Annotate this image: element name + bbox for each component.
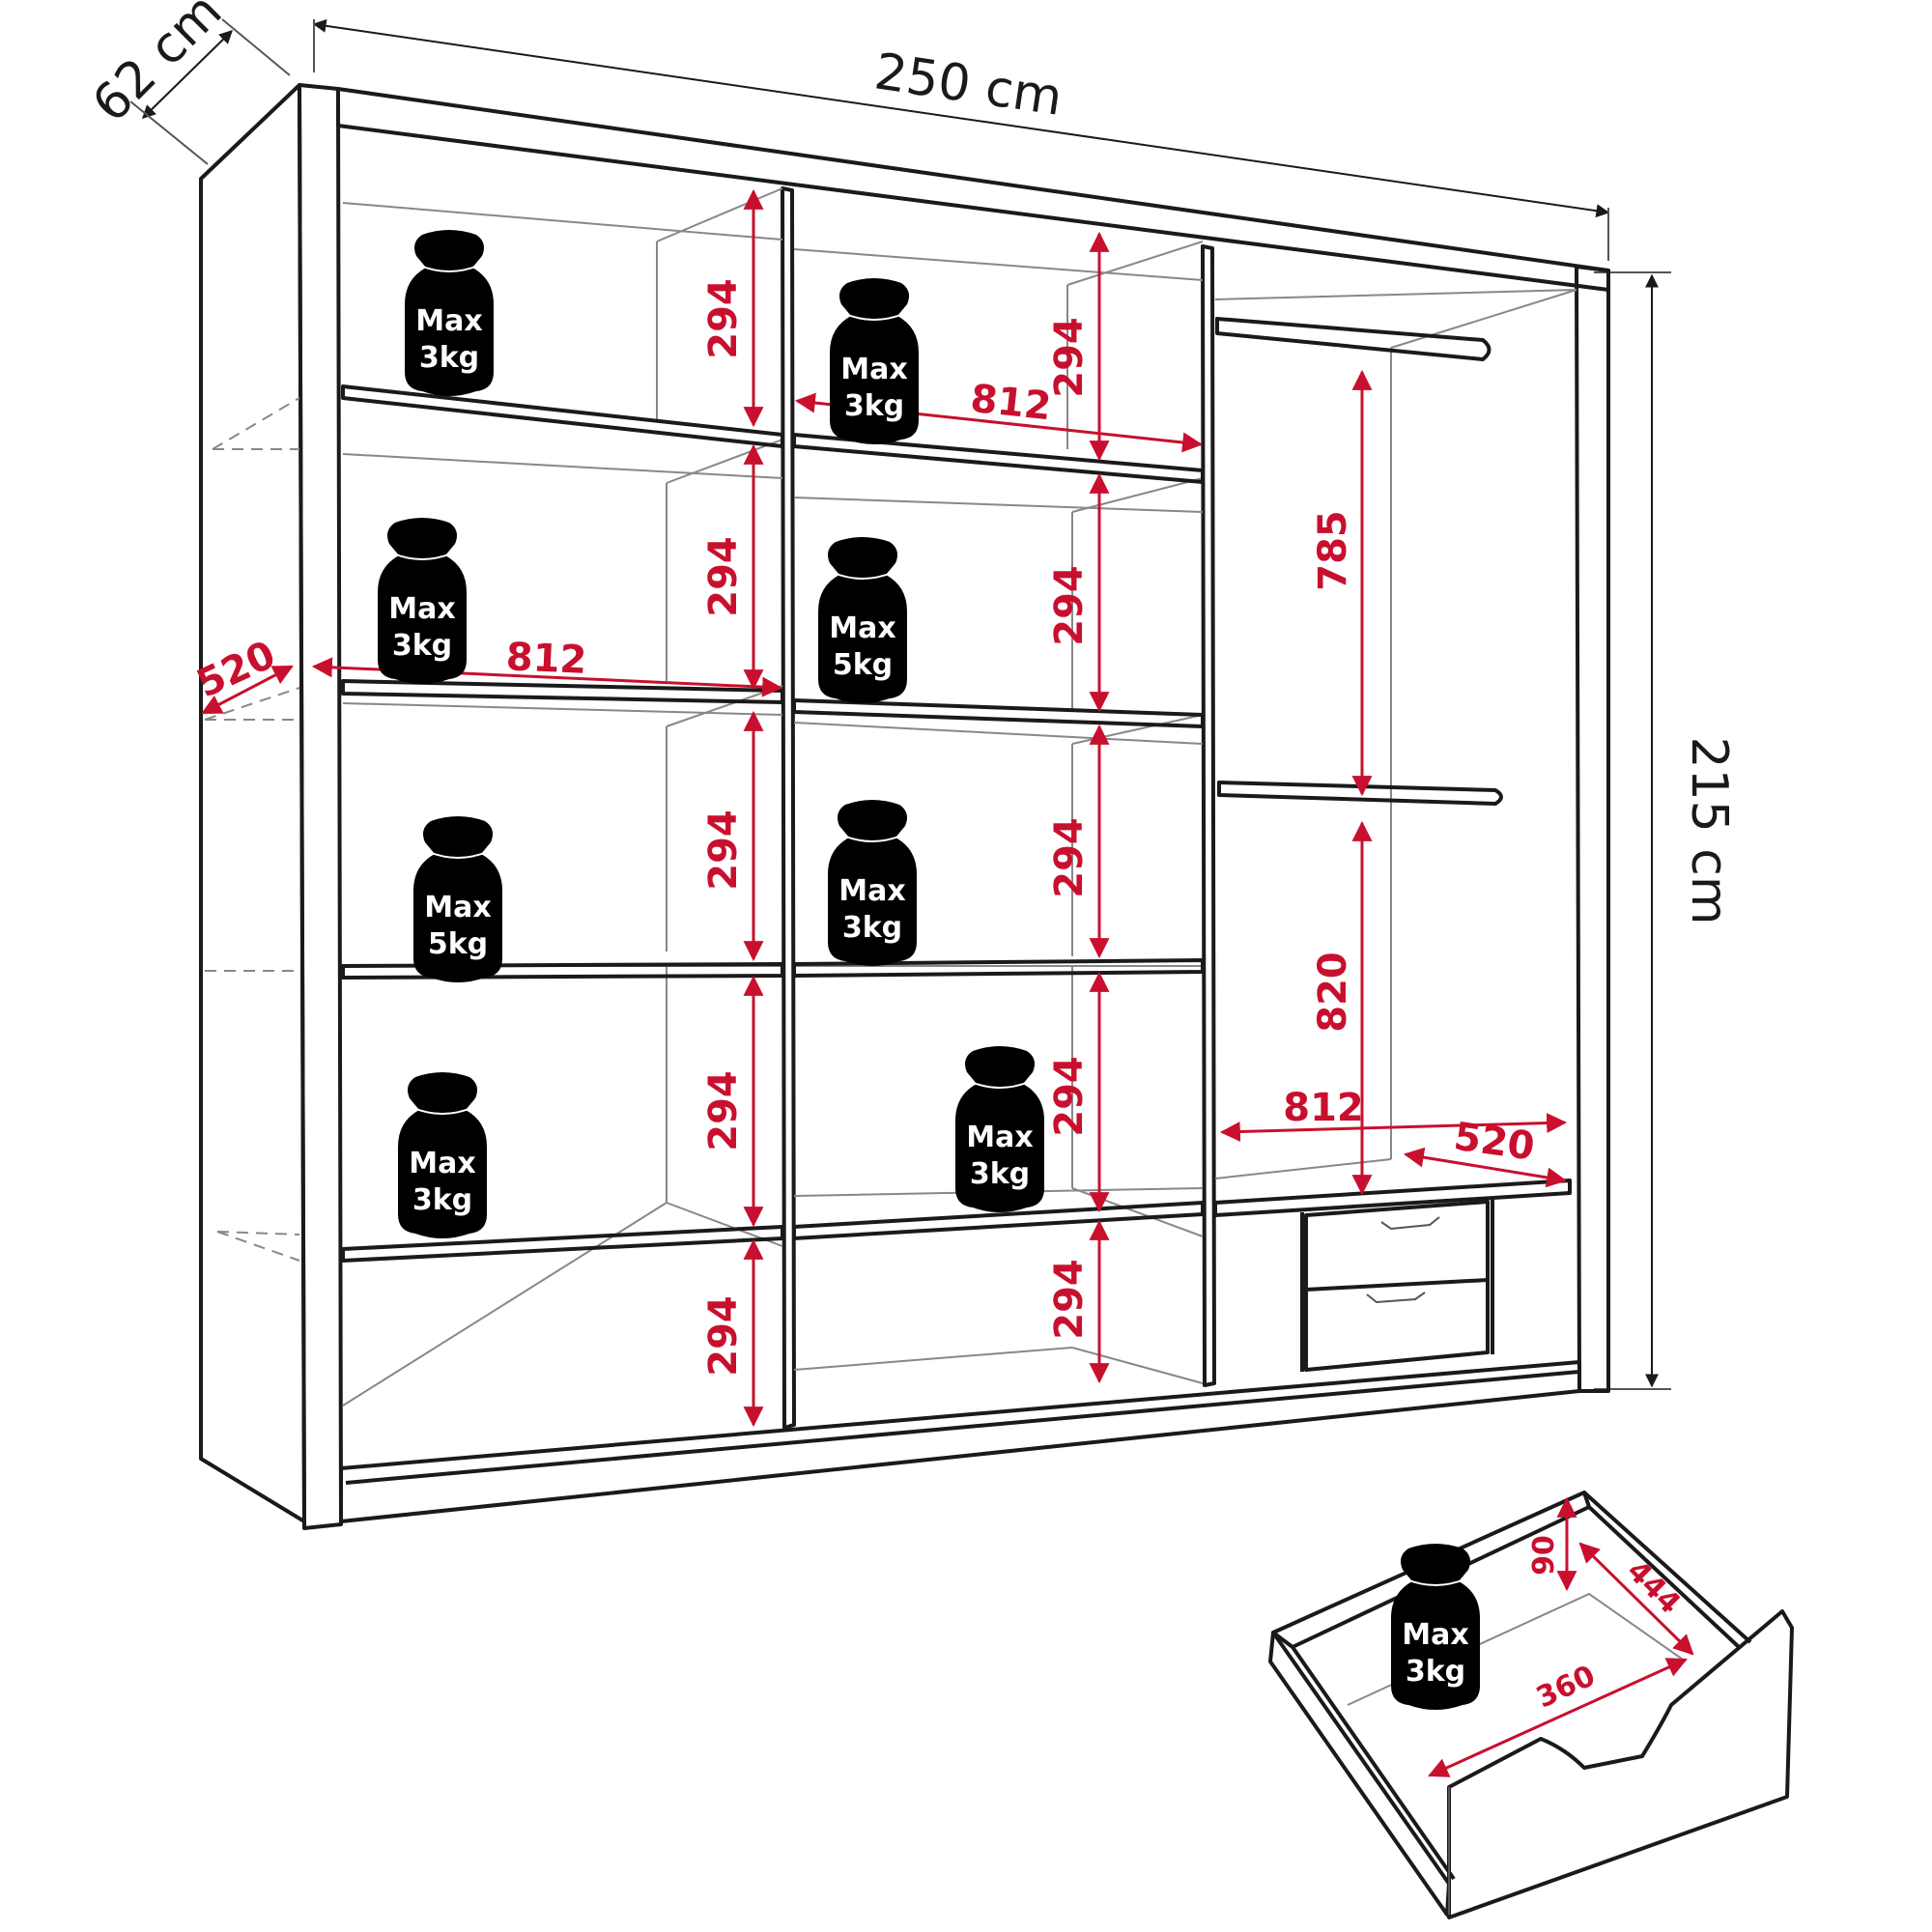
red-dimension-labels: 294 294 294 294 294 294 294 294 294 294 … <box>190 278 1537 1377</box>
drawer-unit-top <box>1213 1179 1572 1217</box>
weight-icons: Max 3kg Max 3kg Max 3kg Max 5kg Max 5kg … <box>377 229 1045 1238</box>
drawer-width-label: 360 <box>1531 1659 1601 1715</box>
svg-text:3kg: 3kg <box>970 1157 1030 1191</box>
dim-294-c1r1: 294 <box>701 278 746 359</box>
top-panel <box>336 87 1610 292</box>
dim-812-left: 812 <box>505 635 588 683</box>
width-label: 250 cm <box>871 43 1066 128</box>
shelf-c2-2 <box>792 698 1205 728</box>
svg-text:5kg: 5kg <box>428 927 488 961</box>
width-dimension-line <box>312 18 1610 218</box>
weight-icon: Max 3kg <box>377 517 468 684</box>
svg-text:Max: Max <box>409 1147 475 1180</box>
dim-294-c2r4: 294 <box>1047 1056 1092 1137</box>
weight-icon: Max 3kg <box>397 1071 488 1238</box>
svg-text:Max: Max <box>840 353 907 386</box>
drawer-unit-fronts <box>1300 1200 1494 1372</box>
right-post <box>1575 265 1610 1393</box>
dim-812-middle: 812 <box>968 377 1053 429</box>
svg-text:3kg: 3kg <box>842 911 902 945</box>
depth-label: 62 cm <box>82 0 234 133</box>
svg-text:3kg: 3kg <box>419 341 479 375</box>
height-label: 215 cm <box>1680 736 1738 924</box>
drawer-front <box>1447 1609 1794 1919</box>
svg-text:5kg: 5kg <box>833 648 893 682</box>
left-front-post <box>298 83 343 1530</box>
dim-812-right: 812 <box>1283 1086 1364 1130</box>
svg-text:Max: Max <box>838 874 905 908</box>
svg-text:Max: Max <box>424 891 491 924</box>
shelf-c2-4 <box>792 1201 1205 1240</box>
svg-text:Max: Max <box>415 304 482 338</box>
overall-dimensions: 250 cm 62 cm 215 cm <box>82 0 1738 1390</box>
drawer-weight-line2: 3kg <box>1406 1655 1465 1689</box>
dim-294-c1r3: 294 <box>701 810 746 891</box>
dim-294-c1r2: 294 <box>701 536 746 617</box>
dim-294-c2r1: 294 <box>1047 317 1092 398</box>
svg-text:3kg: 3kg <box>392 629 452 663</box>
dim-294-c2r5: 294 <box>1047 1259 1092 1340</box>
drawer-weight-line1: Max <box>1402 1618 1468 1652</box>
clothes-rail-upper <box>1215 317 1492 361</box>
divider-left <box>781 186 796 1430</box>
svg-text:Max: Max <box>966 1121 1033 1154</box>
depth-dimension-line <box>141 30 234 119</box>
shelf-c2-3 <box>792 958 1205 978</box>
dim-294-c1r5: 294 <box>701 1295 746 1377</box>
drawer-side-left-inner <box>1291 1645 1456 1881</box>
drawer-depth-label: 444 <box>1620 1554 1687 1621</box>
svg-text:Max: Max <box>388 592 455 626</box>
drawer-height-label: 90 <box>1527 1535 1561 1576</box>
bottom-plinth <box>339 1360 1581 1523</box>
clothes-rail-lower <box>1217 781 1503 806</box>
dim-294-c2r2: 294 <box>1047 565 1092 646</box>
dim-785: 785 <box>1311 510 1355 591</box>
weight-icon: Max 3kg <box>829 277 920 444</box>
weight-icon: Max 3kg <box>954 1045 1045 1212</box>
left-side-panel <box>199 83 306 1523</box>
weight-icon: Max 3kg <box>827 799 918 966</box>
dim-294-c2r3: 294 <box>1047 817 1092 898</box>
shelf-c1-3 <box>341 962 784 980</box>
svg-text:3kg: 3kg <box>412 1183 472 1217</box>
weight-icon: Max 3kg <box>404 229 495 396</box>
drawer-detail: Max 3kg 90 444 360 <box>1268 1491 1794 1919</box>
weight-icon: Max 5kg <box>817 536 908 703</box>
shelf-c1-1 <box>341 384 784 448</box>
divider-right <box>1201 244 1216 1387</box>
shelf-c1-4 <box>341 1225 784 1263</box>
wardrobe-body <box>199 83 1610 1530</box>
drawer-back-right-edge <box>1582 1491 1752 1644</box>
shelf-c2-1 <box>792 433 1205 484</box>
svg-text:Max: Max <box>829 611 895 645</box>
weight-icon: Max 5kg <box>412 815 503 982</box>
dim-294-c1r4: 294 <box>701 1070 746 1151</box>
dim-820: 820 <box>1311 952 1355 1033</box>
svg-text:3kg: 3kg <box>844 389 904 423</box>
